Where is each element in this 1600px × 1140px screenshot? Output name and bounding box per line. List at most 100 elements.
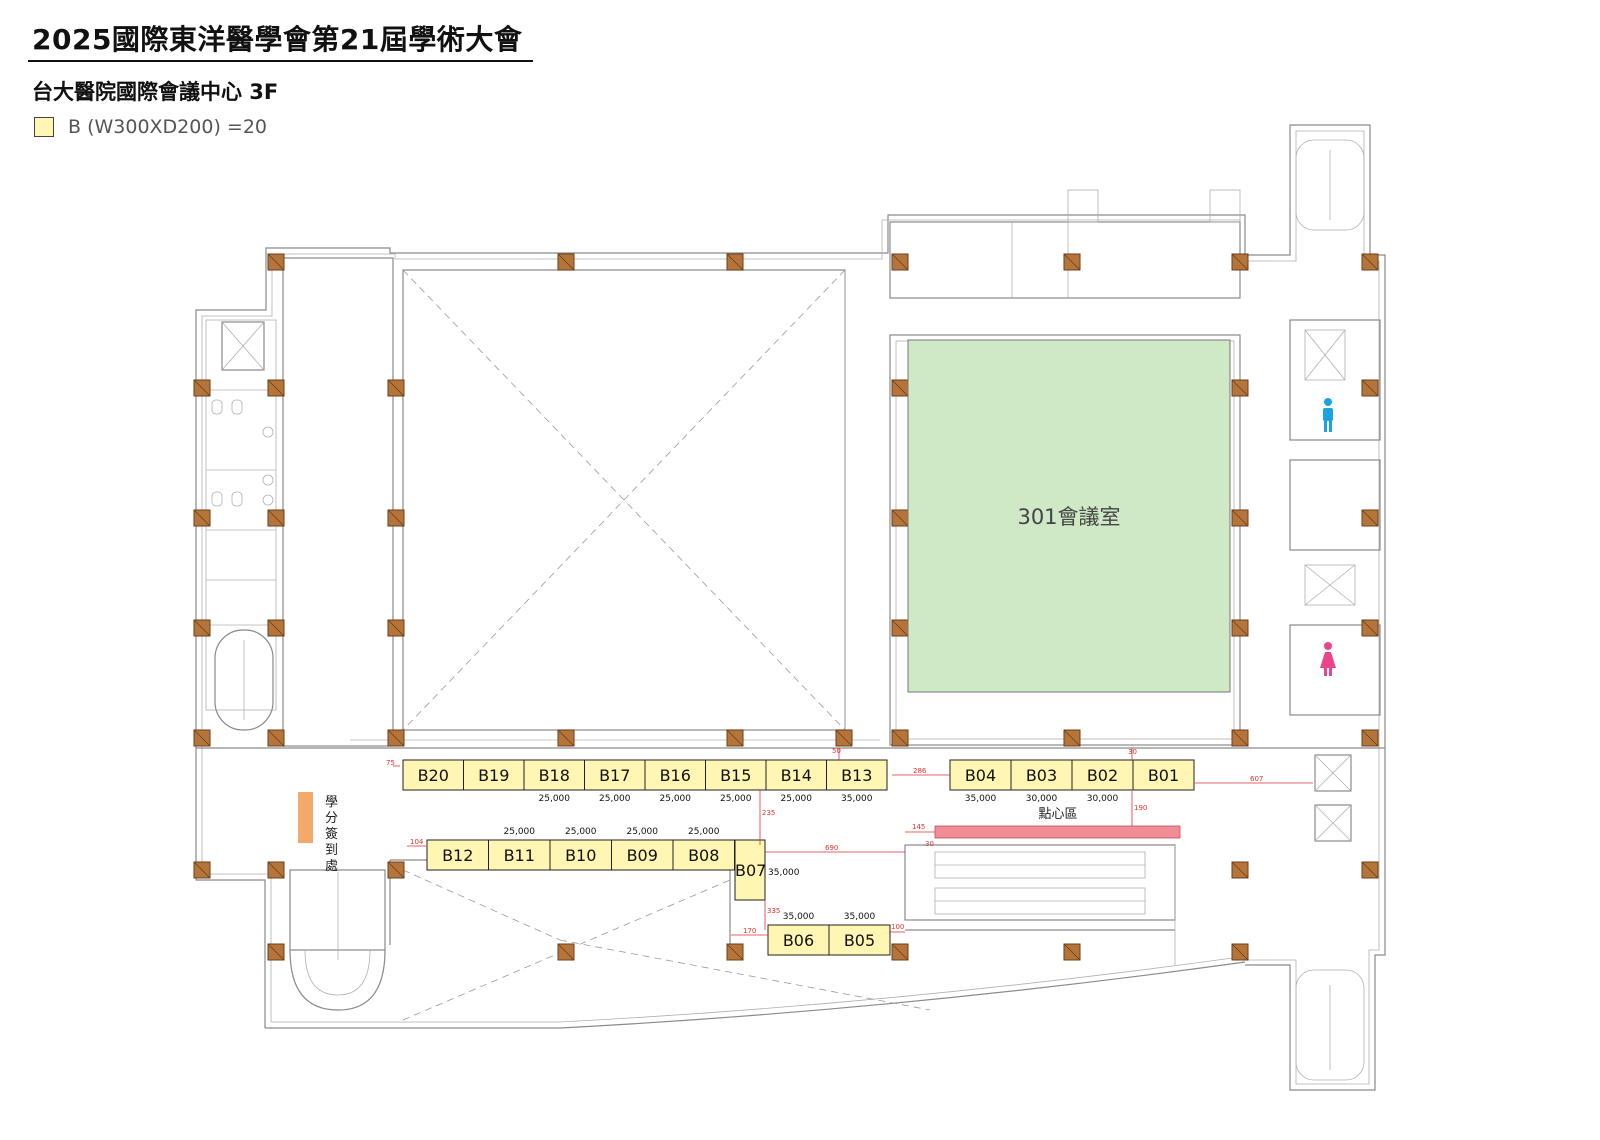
booth-rect[interactable]	[644, 759, 706, 791]
column-hatch	[891, 943, 909, 961]
booth-price: 35,000	[965, 794, 997, 804]
booth-rect[interactable]	[463, 759, 525, 791]
booth-rect[interactable]	[734, 839, 766, 901]
conference-room-301[interactable]	[907, 339, 1231, 693]
column-hatch	[891, 619, 909, 637]
booth-price: 35,000	[844, 912, 876, 922]
column-hatch	[891, 729, 909, 747]
snack-area-counter[interactable]	[934, 825, 1181, 839]
column-hatch	[835, 729, 853, 747]
column-hatch	[557, 729, 575, 747]
booth-rect[interactable]	[1132, 759, 1195, 791]
column-hatch	[387, 619, 405, 637]
column-hatch	[387, 509, 405, 527]
booth-label: B02	[1087, 766, 1118, 785]
booth-b01[interactable]: B01	[1132, 759, 1195, 791]
column-hatch	[557, 943, 575, 961]
column-hatch	[193, 861, 211, 879]
column-hatch	[1063, 253, 1081, 271]
column-hatch	[193, 729, 211, 747]
dim-75: 75	[386, 759, 395, 767]
booth-b20[interactable]: B20	[402, 759, 464, 791]
booth-price: 25,000	[539, 794, 571, 804]
legend-label: B (W300XD200) =20	[68, 116, 267, 138]
booth-b12[interactable]: B12	[426, 839, 489, 871]
column-hatch	[193, 509, 211, 527]
conference-room-label: 301會議室	[1017, 505, 1120, 529]
booth-label: B17	[599, 766, 630, 785]
booth-b03[interactable]: B03 30,000	[1010, 759, 1073, 804]
dim-30: 30	[1128, 748, 1137, 756]
booth-rect[interactable]	[949, 759, 1012, 791]
column-hatch	[726, 729, 744, 747]
booth-rect[interactable]	[828, 924, 891, 956]
column-hatch	[387, 861, 405, 879]
column-hatch	[1231, 253, 1249, 271]
column-hatch	[557, 253, 575, 271]
column-hatch	[1361, 619, 1379, 637]
booth-label: B10	[565, 846, 596, 865]
booth-label: B06	[783, 931, 814, 950]
venue-subtitle: 台大醫院國際會議中心 3F	[32, 80, 279, 104]
booth-rect[interactable]	[765, 759, 827, 791]
structural-columns	[193, 253, 1379, 961]
column-hatch	[267, 253, 285, 271]
booth-price: 25,000	[688, 827, 720, 837]
dim-145: 145	[912, 823, 925, 831]
booth-rect[interactable]	[584, 759, 646, 791]
legend-swatch	[34, 117, 54, 137]
title-underline	[28, 60, 533, 62]
column-hatch	[726, 253, 744, 271]
booth-b08[interactable]: B08 25,000	[672, 827, 735, 871]
booth-rect[interactable]	[426, 839, 489, 871]
dim-50: 50	[832, 747, 841, 755]
column-hatch	[267, 619, 285, 637]
dim-335: 335	[767, 907, 780, 915]
booth-rect[interactable]	[611, 839, 674, 871]
booth-rect[interactable]	[1010, 759, 1073, 791]
column-hatch	[1231, 379, 1249, 397]
booth-rect[interactable]	[1071, 759, 1134, 791]
booth-label: B19	[478, 766, 509, 785]
booth-price: 25,000	[599, 794, 631, 804]
booth-price: 25,000	[504, 827, 536, 837]
column-hatch	[267, 379, 285, 397]
dim-286: 286	[913, 767, 927, 775]
booth-rect[interactable]	[523, 759, 585, 791]
column-hatch	[267, 509, 285, 527]
booth-b17[interactable]: B17 25,000	[584, 759, 646, 804]
checkin-desk[interactable]	[298, 792, 313, 843]
booth-label: B09	[627, 846, 658, 865]
booth-label: B03	[1026, 766, 1057, 785]
booth-rect[interactable]	[826, 759, 888, 791]
booth-rect[interactable]	[767, 924, 830, 956]
booth-rect[interactable]	[672, 839, 735, 871]
booth-label: B08	[688, 846, 719, 865]
column-hatch	[891, 253, 909, 271]
column-hatch	[1231, 861, 1249, 879]
column-hatch	[1231, 619, 1249, 637]
dim-100: 100	[891, 923, 904, 931]
column-hatch	[387, 729, 405, 747]
escalator-treads	[935, 864, 1145, 902]
booth-label: B15	[720, 766, 751, 785]
booth-b19[interactable]: B19	[463, 759, 525, 791]
dim-690: 690	[825, 844, 838, 852]
legend: B (W300XD200) =20	[34, 116, 267, 138]
booth-price: 30,000	[1026, 794, 1058, 804]
